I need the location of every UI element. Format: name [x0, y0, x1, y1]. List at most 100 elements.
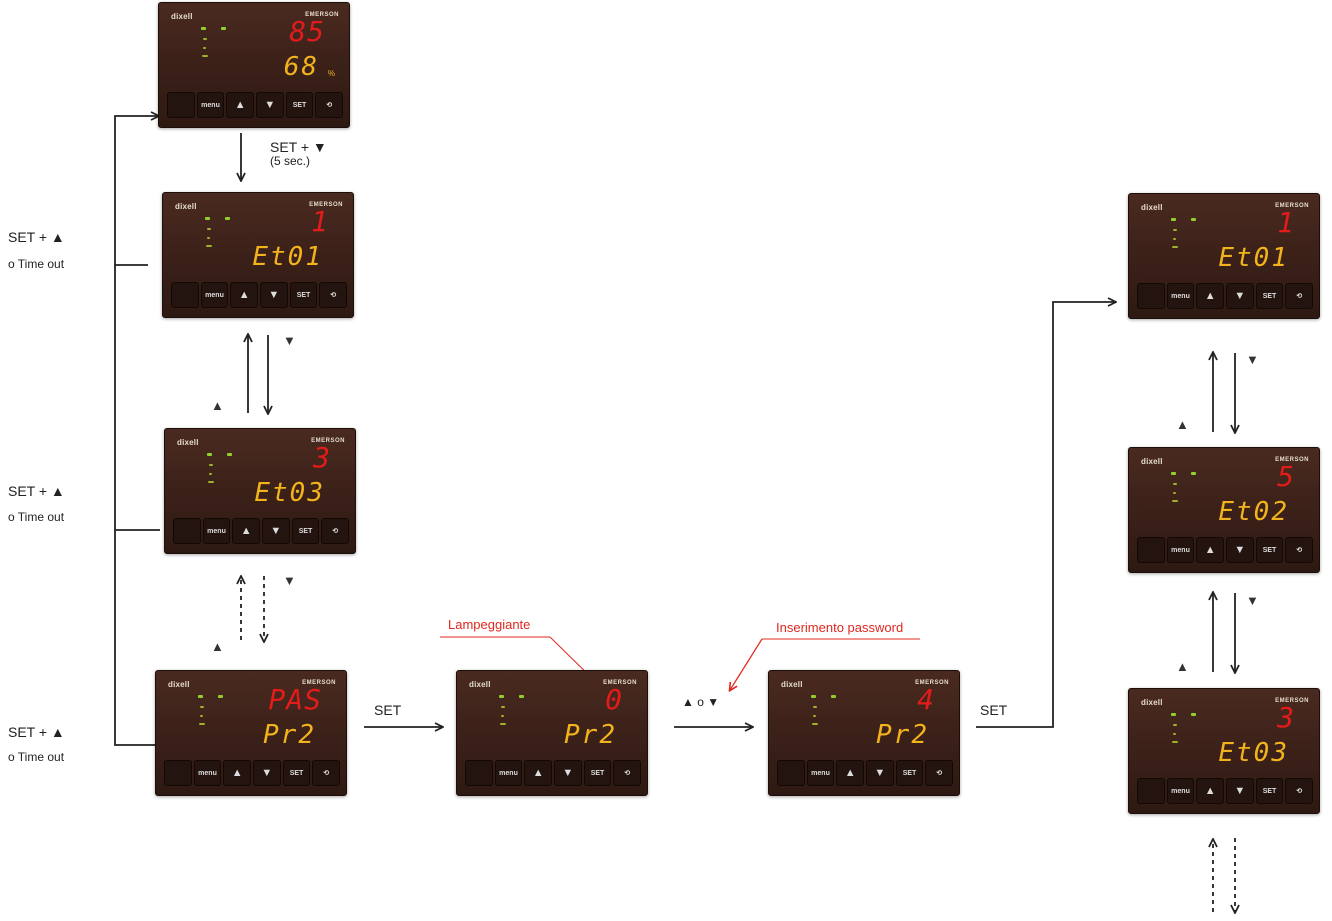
return-bracket-line: [114, 264, 155, 746]
up-key[interactable]: ▲: [836, 760, 865, 786]
up-key[interactable]: ▲: [232, 518, 261, 544]
set-key[interactable]: SET: [289, 282, 318, 308]
set-key[interactable]: SET: [895, 760, 924, 786]
down-key[interactable]: ▼: [1226, 537, 1254, 563]
led-indicator: [812, 723, 818, 725]
led-indicator: [1172, 246, 1178, 248]
exit-key[interactable]: ⟲: [319, 282, 348, 308]
upper-display: 3: [1277, 701, 1295, 734]
lower-display: Pr2: [876, 720, 929, 750]
blank-key[interactable]: [167, 92, 195, 118]
down-key[interactable]: ▼: [260, 282, 288, 308]
menu-key[interactable]: menu: [1166, 778, 1195, 804]
set-key[interactable]: SET: [282, 760, 311, 786]
keypad: menu ▲▼SET⟲: [1137, 537, 1314, 563]
lower-display: Pr2: [263, 720, 316, 750]
maker-logo: EMERSON: [1275, 203, 1309, 209]
led-indicator: [519, 695, 524, 698]
lower-display: Et03: [1218, 738, 1289, 768]
up-key[interactable]: ▲: [230, 282, 259, 308]
menu-key[interactable]: menu: [494, 760, 523, 786]
led-indicator: [1171, 218, 1176, 221]
maker-logo: EMERSON: [915, 680, 949, 686]
menu-key-label: menu: [1171, 787, 1190, 795]
up-key-label: ▲: [234, 98, 246, 111]
blank-key[interactable]: [1137, 283, 1165, 309]
exit-key-label: ⟲: [332, 528, 339, 535]
label-5-sec: (5 sec.): [270, 154, 311, 168]
blank-key[interactable]: [777, 760, 805, 786]
set-key[interactable]: SET: [285, 92, 314, 118]
exit-key[interactable]: ⟲: [925, 760, 954, 786]
led-indicator: [207, 228, 211, 230]
brand-logo: dixell: [171, 12, 193, 21]
led-indicator: [501, 715, 504, 717]
set-key-label: SET: [289, 769, 304, 777]
set-key[interactable]: SET: [291, 518, 320, 544]
blank-key[interactable]: [164, 760, 192, 786]
set-key[interactable]: SET: [1255, 537, 1284, 563]
keypad: menu ▲ ▼ SET⟲: [1137, 778, 1314, 804]
led-indicator: [831, 695, 836, 698]
led-indicator: [225, 217, 230, 220]
down-key[interactable]: ▼: [262, 518, 290, 544]
exit-key[interactable]: ⟲: [315, 92, 344, 118]
down-key[interactable]: ▼: [866, 760, 894, 786]
menu-key[interactable]: menu: [196, 92, 225, 118]
led-indicator: [1172, 741, 1178, 743]
upper-display: 1: [311, 205, 329, 238]
exit-key[interactable]: ⟲: [1285, 283, 1314, 309]
menu-key-label: menu: [1171, 546, 1190, 554]
down-key-label: ▼: [1234, 784, 1246, 797]
menu-key[interactable]: menu: [1166, 283, 1195, 309]
down-key[interactable]: ▼: [253, 760, 281, 786]
status-leds: [201, 27, 226, 67]
blank-key[interactable]: [173, 518, 201, 544]
up-key[interactable]: ▲: [223, 760, 252, 786]
exit-key[interactable]: ⟲: [321, 518, 350, 544]
up-key[interactable]: ▲: [226, 92, 255, 118]
menu-key[interactable]: menu: [806, 760, 835, 786]
up-icon: ▲: [1176, 659, 1189, 674]
down-key-label: ▼: [562, 766, 574, 779]
menu-key[interactable]: menu: [200, 282, 229, 308]
exit-key[interactable]: ⟲: [312, 760, 341, 786]
blank-key[interactable]: [1137, 537, 1165, 563]
up-key[interactable]: ▲: [1196, 778, 1225, 804]
up-icon: ▲: [211, 398, 224, 413]
up-key[interactable]: ▲: [1196, 537, 1225, 563]
menu-key[interactable]: menu: [193, 760, 222, 786]
led-indicator: [200, 715, 203, 717]
exit-key[interactable]: ⟲: [613, 760, 642, 786]
down-key[interactable]: ▼: [1226, 283, 1254, 309]
set-key[interactable]: SET: [1255, 778, 1284, 804]
led-indicator: [218, 695, 223, 698]
down-key[interactable]: ▼: [554, 760, 582, 786]
down-key[interactable]: ▼: [256, 92, 284, 118]
label-set-up-3: SET + ▲: [8, 724, 65, 740]
up-key[interactable]: ▲: [524, 760, 553, 786]
set-key-label: SET: [296, 291, 311, 299]
keypad: menu▲▼SET⟲: [1137, 283, 1314, 309]
lower-display: Et01: [1218, 243, 1289, 273]
upper-display: 3: [313, 441, 331, 474]
keypad: menu▲ ▼ SET ⟲: [171, 282, 348, 308]
exit-key[interactable]: ⟲: [1285, 778, 1314, 804]
blank-key[interactable]: [171, 282, 199, 308]
menu-key[interactable]: menu: [1166, 537, 1195, 563]
down-key[interactable]: ▼: [1226, 778, 1254, 804]
exit-key[interactable]: ⟲: [1285, 537, 1314, 563]
up-key-label: ▲: [844, 766, 856, 779]
exit-key-label: ⟲: [330, 292, 337, 299]
set-key[interactable]: SET: [583, 760, 612, 786]
menu-key[interactable]: menu: [202, 518, 231, 544]
set-key[interactable]: SET: [1255, 283, 1284, 309]
blank-key[interactable]: [465, 760, 493, 786]
up-key[interactable]: ▲: [1196, 283, 1225, 309]
led-indicator: [1173, 238, 1176, 240]
blank-key[interactable]: [1137, 778, 1165, 804]
down-key-label: ▼: [268, 288, 280, 301]
